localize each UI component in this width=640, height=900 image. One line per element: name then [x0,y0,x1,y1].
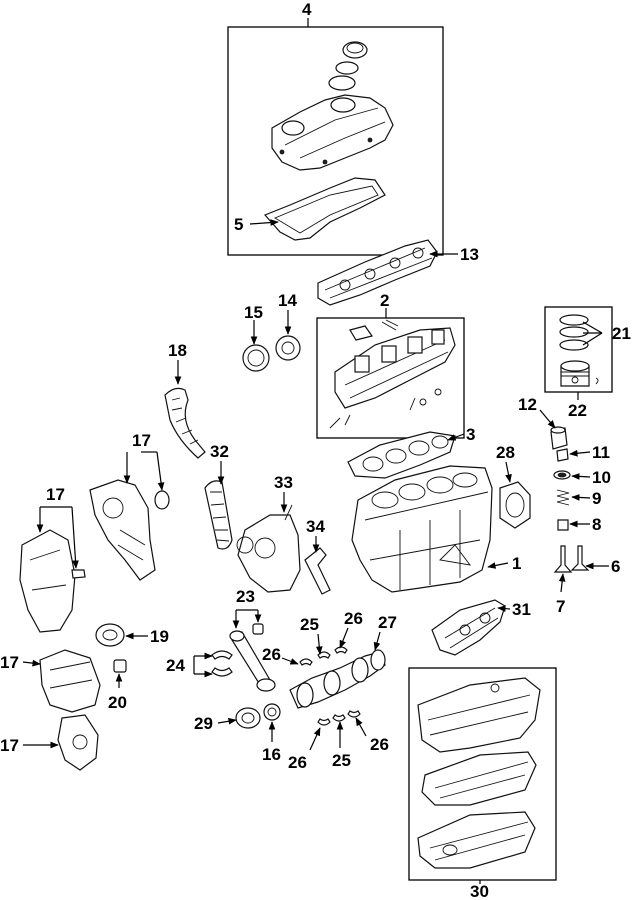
callout-31: 31 [512,600,531,619]
tensioner-pulley[interactable] [95,623,125,647]
valve-cover-gasket[interactable] [263,177,386,241]
callout-11: 11 [592,443,610,462]
piston-rings[interactable] [559,314,589,351]
callout-21: 21 [612,324,631,343]
callout-28: 28 [496,443,515,462]
callout-18: 18 [168,341,187,360]
camshaft-carrier[interactable] [317,239,438,306]
callout-12: 12 [518,395,537,414]
callout-33: 33 [274,473,293,492]
callout-19: 19 [150,627,169,646]
callout-8: 8 [592,515,601,534]
oil-pan-upper[interactable] [417,677,541,753]
valve-keeper[interactable] [556,448,569,462]
valve-spring[interactable] [556,489,570,506]
connecting-rod[interactable] [229,630,276,692]
oil-pan-baffle[interactable] [421,751,537,806]
leader-lines [22,18,609,884]
cylinder-head-group-box [316,317,465,439]
balance-shaft-module[interactable] [431,599,506,656]
rod-bushing[interactable] [252,623,264,635]
main-bearings-upper[interactable] [299,646,348,666]
cylinder-head[interactable] [329,319,456,429]
crankshaft[interactable] [289,649,386,709]
callout-3: 3 [466,425,475,444]
head-gasket[interactable] [347,431,456,479]
idler-bushing[interactable] [113,659,127,673]
rear-timing-cover[interactable] [57,714,99,771]
piston[interactable] [560,360,599,387]
callout-4: 4 [302,0,312,19]
callout-10: 10 [592,468,611,487]
oil-pan-lower[interactable] [417,811,536,869]
rod-bearings[interactable] [211,650,233,677]
main-bearings-lower[interactable] [317,710,361,726]
callout-22: 22 [568,401,587,420]
callout-24: 24 [166,656,185,675]
callout-14: 14 [278,291,297,310]
intake-valve[interactable] [553,545,573,573]
timing-chain[interactable] [204,480,233,550]
timing-cover-seal[interactable] [154,490,170,510]
oil-pump[interactable] [236,504,301,593]
front-timing-cover[interactable] [19,529,76,633]
crankshaft-sprocket[interactable] [263,703,281,721]
callout-13: 13 [460,245,479,264]
callout-32: 32 [210,442,229,461]
oil-pickup-tube[interactable] [304,547,331,595]
valve-stem-seal[interactable] [557,519,569,531]
callout-15: 15 [244,303,263,322]
callout-26-d: 26 [370,735,389,754]
callout-17-b: 17 [46,485,65,504]
crankshaft-pulley[interactable] [235,707,261,729]
callout-25-a: 25 [300,615,319,634]
callout-27: 27 [378,613,397,632]
callout-34: 34 [306,517,325,536]
oil-filler-cap[interactable] [328,41,368,91]
engine-block[interactable] [351,465,493,593]
callout-5: 5 [234,215,243,234]
valve-cover-group-box [227,26,444,256]
valve-cover[interactable] [271,94,394,171]
upper-timing-cover[interactable] [89,479,156,581]
camshaft-adjuster[interactable] [275,335,301,361]
callout-17-c: 17 [0,653,19,672]
callout-23: 23 [236,587,255,606]
valve-lifter[interactable] [550,426,568,450]
callout-1: 1 [512,554,521,573]
oil-pan-group-box [408,667,557,881]
callout-17-d: 17 [0,736,19,755]
callout-16: 16 [262,745,281,764]
callout-7: 7 [556,597,565,616]
camshaft-sprocket[interactable] [242,344,270,372]
timing-cover-clip[interactable] [71,569,86,579]
callout-30: 30 [470,882,489,900]
callout-25-b: 25 [332,751,351,770]
exhaust-valve[interactable] [570,545,590,571]
callout-17-a: 17 [132,431,151,450]
rear-main-seal[interactable] [499,481,531,529]
lower-timing-cover[interactable] [39,649,101,713]
callout-26-a: 26 [262,645,281,664]
callout-20: 20 [108,693,127,712]
callout-29: 29 [194,714,213,733]
timing-belt[interactable] [164,387,206,459]
callout-2: 2 [380,291,389,310]
callout-6: 6 [611,557,620,576]
callout-26-c: 26 [288,753,307,772]
callout-26-b: 26 [344,609,363,628]
valve-spring-retainer[interactable] [553,470,571,480]
callout-9: 9 [592,489,601,508]
